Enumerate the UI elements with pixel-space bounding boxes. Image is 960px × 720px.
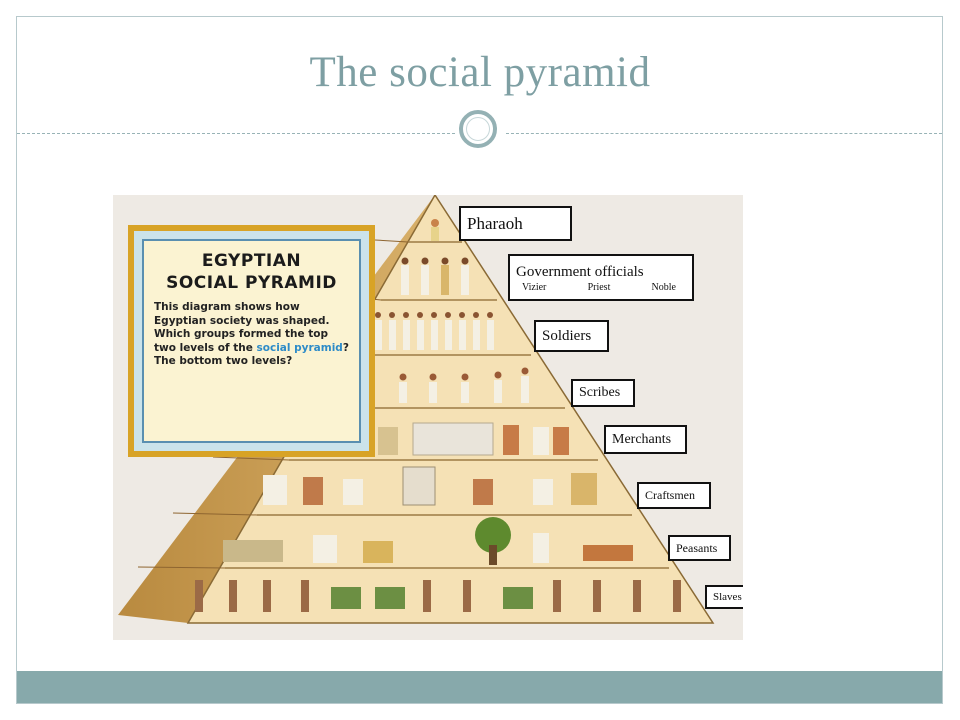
panel-text-part2: ? The bottom two levels? bbox=[154, 341, 349, 368]
label-slaves: Slaves bbox=[705, 585, 743, 609]
footer-accent-bar bbox=[17, 671, 942, 703]
pyramid-tier-lines bbox=[225, 241, 669, 569]
panel-text-part1: This diagram shows how Egyptian society … bbox=[154, 301, 330, 354]
role-noble: Noble bbox=[651, 281, 676, 293]
label-pharaoh-text: Pharaoh bbox=[467, 213, 523, 233]
label-soldiers: Soldiers bbox=[534, 320, 609, 352]
label-slaves-text: Slaves bbox=[713, 591, 742, 603]
label-craftsmen-text: Craftsmen bbox=[645, 488, 695, 502]
panel-text-accent: social pyramid bbox=[256, 341, 343, 354]
slide-frame bbox=[16, 16, 943, 704]
question-panel-inner: EGYPTIAN SOCIAL PYRAMID This diagram sho… bbox=[142, 239, 361, 443]
label-government-officials-text: Government officials bbox=[516, 263, 644, 280]
label-craftsmen: Craftsmen bbox=[637, 482, 711, 509]
egyptian-pyramid-illustration: EGYPTIAN SOCIAL PYRAMID This diagram sho… bbox=[113, 195, 743, 640]
pyramid-figures bbox=[195, 219, 681, 612]
label-government-officials: Government officials Vizier Priest Noble bbox=[508, 254, 694, 301]
label-merchants-text: Merchants bbox=[612, 431, 672, 447]
government-officials-roles: Vizier Priest Noble bbox=[516, 282, 676, 294]
label-scribes-text: Scribes bbox=[579, 385, 621, 400]
slide-title: The social pyramid bbox=[309, 49, 651, 96]
title-divider-right bbox=[506, 133, 942, 134]
role-vizier: Vizier bbox=[522, 281, 547, 293]
role-priest: Priest bbox=[587, 281, 611, 293]
label-merchants: Merchants bbox=[604, 425, 687, 454]
label-peasants-text: Peasants bbox=[676, 540, 718, 555]
divider-ring-ornament bbox=[459, 110, 497, 148]
label-peasants: Peasants bbox=[668, 535, 731, 561]
label-pharaoh: Pharaoh bbox=[459, 206, 572, 241]
question-panel: EGYPTIAN SOCIAL PYRAMID This diagram sho… bbox=[128, 225, 375, 457]
label-scribes: Scribes bbox=[571, 379, 635, 407]
panel-question-text: This diagram shows how Egyptian society … bbox=[154, 301, 349, 369]
label-soldiers-text: Soldiers bbox=[542, 327, 592, 344]
panel-heading-line1: EGYPTIAN bbox=[201, 251, 302, 271]
title-divider-left bbox=[17, 133, 455, 134]
panel-heading-line2: SOCIAL PYRAMID bbox=[166, 273, 337, 293]
